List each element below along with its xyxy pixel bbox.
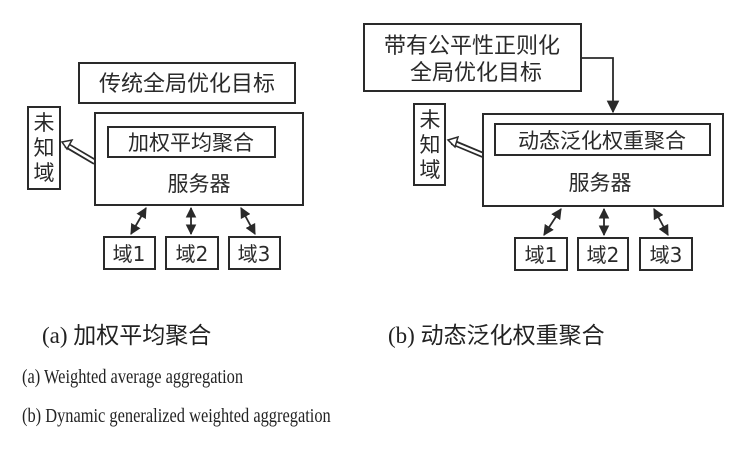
objective-to-server-arrow (581, 57, 620, 114)
link-arrow-b-1 (543, 208, 562, 236)
domain-box-a-3: 域3 (228, 236, 281, 270)
objective-label-b-line2: 全局优化目标 (410, 61, 542, 86)
aggregation-label-a: 加权平均聚合 (128, 131, 254, 155)
objective-box-a: 传统全局优化目标 (78, 62, 296, 104)
unknown-domain-char-2: 知 (420, 133, 441, 157)
unknown-domain-char-1: 未 (420, 108, 441, 132)
aggregation-label-b: 动态泛化权重聚合 (518, 129, 686, 153)
aggregation-box-a (107, 126, 276, 158)
unknown-domain-box-b: 未 知 域 (413, 103, 446, 186)
server-label-b: 服务器 (569, 171, 632, 195)
server-box-b: 动态泛化权重聚合 服务器 (482, 113, 724, 207)
diagram-a: 传统全局优化目标 未 知 域 加权平均聚合 服务器 域1 (27, 62, 304, 270)
caption-a-chinese: (a) 加权平均聚合 (42, 323, 212, 348)
generalize-arrow-b (446, 135, 485, 158)
domain-box-a-2: 域2 (165, 236, 219, 270)
unknown-domain-char-1: 未 (34, 111, 55, 135)
domain-label-b-2: 域2 (587, 243, 620, 267)
objective-box-b: 带有公平性正则化 全局优化目标 (363, 23, 582, 92)
diagram-b: 带有公平性正则化 全局优化目标 未 知 域 动态泛化权重聚合 服务器 域1 (363, 23, 724, 271)
link-arrow-a-1 (130, 207, 147, 235)
objective-label-b-line1: 带有公平性正则化 (384, 34, 560, 59)
domain-label-a-3: 域3 (238, 242, 271, 266)
domain-box-b-2: 域2 (577, 237, 629, 271)
domain-label-a-2: 域2 (176, 242, 209, 266)
link-arrow-b-3 (653, 208, 669, 236)
caption-b-english: (b) Dynamic generalized weighted aggrega… (22, 405, 331, 427)
caption-b-chinese: (b) 动态泛化权重聚合 (388, 323, 605, 348)
server-box-a: 加权平均聚合 服务器 (94, 112, 304, 206)
domain-box-b-3: 域3 (639, 237, 693, 271)
caption-a-english: (a) Weighted average aggregation (22, 366, 244, 388)
domain-box-b-1: 域1 (514, 237, 568, 271)
domain-box-a-1: 域1 (103, 236, 156, 270)
unknown-domain-char-3: 域 (420, 158, 441, 182)
domain-label-b-3: 域3 (650, 243, 683, 267)
unknown-domain-box-a: 未 知 域 (27, 106, 61, 190)
objective-label-a: 传统全局优化目标 (99, 72, 275, 97)
generalize-arrow-a (60, 138, 97, 165)
link-arrow-a-3 (240, 207, 256, 235)
server-label-a: 服务器 (168, 172, 231, 196)
aggregation-box-b (494, 123, 711, 156)
unknown-domain-char-3: 域 (34, 161, 55, 185)
domain-label-b-1: 域1 (525, 243, 558, 267)
unknown-domain-char-2: 知 (34, 136, 55, 160)
domain-label-a-1: 域1 (113, 242, 146, 266)
